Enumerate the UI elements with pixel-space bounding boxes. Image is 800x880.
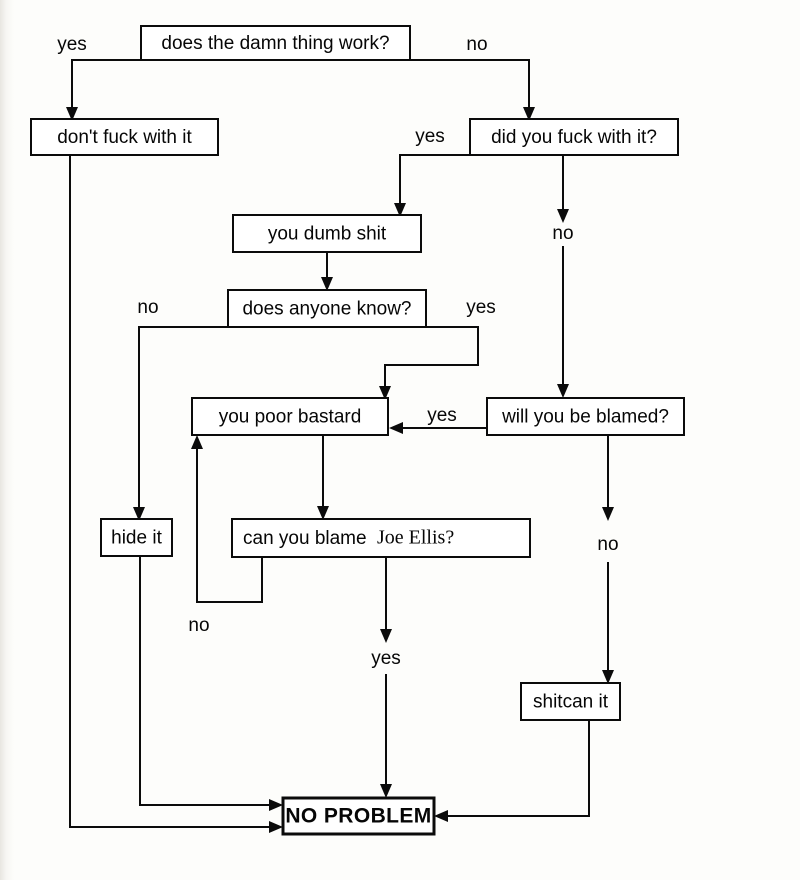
edge-label-work-yes: yes xyxy=(57,34,87,55)
edge-can-you-blame-no xyxy=(191,435,263,603)
node-can-you-blame-joe-ellis[interactable]: can you blame Joe Ellis? xyxy=(231,518,531,558)
edge-poor-bastard-to-can-you-blame xyxy=(317,435,329,520)
arrowhead-icon xyxy=(321,277,333,291)
edge-hide-it-to-no-problem xyxy=(139,556,283,811)
node-label-dont-fuck: don't fuck with it xyxy=(57,127,192,148)
arrowhead-icon xyxy=(434,810,448,822)
edge-did-you-fuck-no xyxy=(557,155,569,398)
arrowhead-icon xyxy=(602,507,614,521)
edge-label-know-no: no xyxy=(137,297,158,318)
edge-dumb-shit-to-anyone-know xyxy=(321,252,333,291)
node-shitcan-it[interactable]: shitcan it xyxy=(520,682,621,721)
arrowhead-icon xyxy=(191,435,203,449)
edge-will-blamed-yes xyxy=(389,422,487,434)
node-label-dumb-shit: you dumb shit xyxy=(268,224,387,245)
edge-label-blamed-no: no xyxy=(597,534,618,555)
edge-dont-fuck-to-no-problem xyxy=(69,155,283,833)
arrowhead-icon xyxy=(66,107,78,121)
edge-label-fuck-yes: yes xyxy=(415,126,445,147)
node-no-problem[interactable]: NO PROBLEM xyxy=(281,796,436,836)
node-label-did-you-fuck: did you fuck with it? xyxy=(491,127,657,148)
arrowhead-icon xyxy=(557,384,569,398)
node-label-can-you-blame: can you blame xyxy=(243,528,367,549)
arrowhead-icon xyxy=(269,821,283,833)
arrowhead-icon xyxy=(380,629,392,643)
arrowhead-icon xyxy=(557,209,569,223)
edge-does-work-yes xyxy=(66,59,141,121)
node-did-you-fuck-with-it[interactable]: did you fuck with it? xyxy=(469,118,679,156)
node-label-hide-it: hide it xyxy=(111,528,162,549)
arrowhead-icon xyxy=(602,670,614,684)
edge-anyone-know-no xyxy=(133,326,228,521)
edge-label-blame-no: no xyxy=(188,615,209,636)
node-does-anyone-know[interactable]: does anyone know? xyxy=(227,289,427,328)
node-label-shitcan-it: shitcan it xyxy=(533,692,609,713)
node-label-poor-bastard: you poor bastard xyxy=(219,407,362,428)
edge-label-blame-yes: yes xyxy=(371,648,401,669)
arrowhead-icon xyxy=(380,784,392,798)
edge-did-you-fuck-yes xyxy=(394,154,470,217)
edge-label-work-no: no xyxy=(466,34,487,55)
node-you-dumb-shit[interactable]: you dumb shit xyxy=(232,214,422,253)
arrowhead-icon xyxy=(523,107,535,121)
edge-label-know-yes: yes xyxy=(466,297,496,318)
node-does-the-damn-thing-work[interactable]: does the damn thing work? xyxy=(140,25,411,61)
arrowhead-icon xyxy=(389,422,403,434)
node-label-will-blamed: will you be blamed? xyxy=(501,407,669,428)
node-label-no-problem: NO PROBLEM xyxy=(285,805,431,828)
node-will-you-be-blamed[interactable]: will you be blamed? xyxy=(486,397,685,436)
edge-will-blamed-no xyxy=(602,435,614,684)
edge-label-blamed-yes: yes xyxy=(427,405,457,426)
arrowhead-icon xyxy=(394,203,406,217)
node-label-does-work: does the damn thing work? xyxy=(161,33,389,54)
node-you-poor-bastard[interactable]: you poor bastard xyxy=(191,397,389,436)
edge-does-work-no xyxy=(410,59,535,121)
arrowhead-icon xyxy=(379,386,391,400)
edge-can-you-blame-yes xyxy=(380,557,392,798)
node-label-joe-ellis: Joe Ellis? xyxy=(377,527,454,549)
edge-shitcan-it-to-no-problem xyxy=(434,720,590,822)
arrowhead-icon xyxy=(317,506,329,520)
edge-label-fuck-no: no xyxy=(552,223,573,244)
arrowhead-icon xyxy=(133,507,145,521)
node-label-anyone-know: does anyone know? xyxy=(242,299,411,320)
edge-anyone-know-yes xyxy=(379,326,479,400)
node-dont-fuck-with-it[interactable]: don't fuck with it xyxy=(30,118,219,156)
arrowhead-icon xyxy=(269,799,283,811)
node-hide-it[interactable]: hide it xyxy=(100,518,173,557)
